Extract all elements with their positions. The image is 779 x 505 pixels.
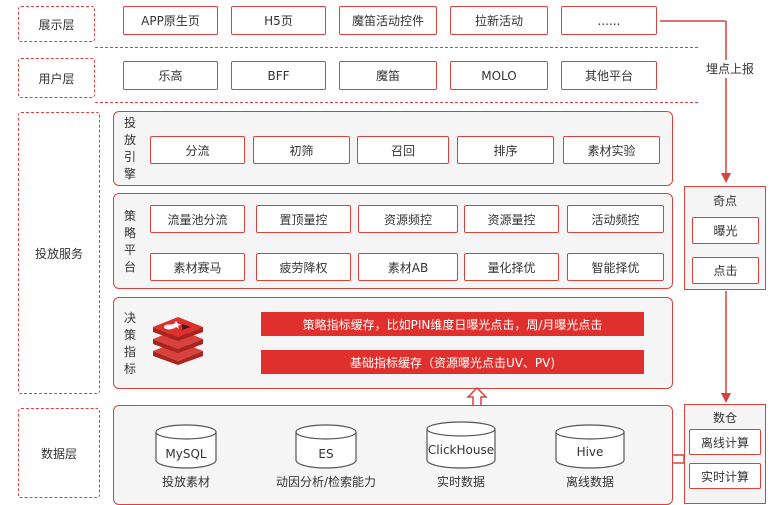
warehouse-title: 数仓: [712, 410, 737, 425]
qidian-item: 曝光: [692, 217, 759, 244]
user-item: 其他平台: [561, 61, 657, 90]
engine-item: 召回: [357, 136, 449, 164]
engine-item: 分流: [150, 136, 245, 164]
engine-label: 投 放 引 擎: [118, 114, 142, 184]
user-item: MOLO: [450, 61, 548, 90]
decision-label-char: 标: [123, 362, 136, 376]
strategy-item: 量化择优: [464, 253, 559, 281]
layer-label-display: 展示层: [18, 6, 95, 42]
database-name: Hive: [576, 445, 604, 459]
strategy-item: 资源量控: [464, 205, 559, 233]
display-item: 拉新活动: [450, 6, 548, 35]
engine-label-char: 擎: [123, 167, 136, 181]
user-item: BFF: [231, 61, 326, 90]
user-divider: [95, 102, 698, 103]
decision-label-char: 策: [123, 328, 136, 342]
display-item: ......: [561, 6, 657, 35]
strategy-item: 资源频控: [358, 205, 458, 233]
engine-label-char: 引: [123, 150, 136, 164]
database-caption: 动因分析/检索能力: [275, 475, 377, 489]
layer-label-delivery: 投放服务: [18, 112, 100, 394]
strategy-item: 素材赛马: [150, 253, 245, 281]
strategy-item: 流量池分流: [150, 205, 245, 233]
display-item: APP原生页: [123, 6, 218, 35]
strategy-label: 策 略 平 台: [118, 204, 142, 280]
strategy-item: 置顶量控: [256, 205, 351, 233]
strategy-item: 疲劳降权: [256, 253, 351, 281]
tracking-label: 埋点上报: [700, 60, 760, 78]
engine-label-char: 投: [123, 116, 136, 130]
strategy-label-char: 略: [123, 226, 136, 240]
hive-database-icon: [555, 424, 625, 469]
warehouse-item: 离线计算: [689, 429, 761, 455]
layer-label-data: 数据层: [18, 408, 100, 498]
engine-item: 排序: [457, 136, 554, 164]
database-caption: 离线数据: [565, 475, 614, 489]
redis-cache-icon: [153, 317, 203, 365]
strategy-item: 智能择优: [567, 253, 664, 281]
decision-label-char: 指: [123, 345, 136, 359]
user-item: 乐高: [123, 61, 218, 90]
strategy-label-char: 台: [123, 260, 136, 274]
user-item: 魔笛: [339, 61, 437, 90]
decision-label: 决 策 指 标: [118, 306, 142, 382]
database-name: MySQL: [165, 447, 207, 461]
strategy-item: 素材AB: [358, 253, 458, 281]
mysql-database-icon: [155, 424, 217, 469]
engine-item: 初筛: [253, 136, 350, 164]
engine-item: 素材实验: [563, 136, 660, 164]
strategy-label-char: 策: [123, 209, 136, 223]
es-database-icon: [295, 424, 357, 469]
display-item: 魔笛活动控件: [339, 6, 437, 35]
decision-label-char: 决: [123, 311, 136, 325]
database-name: ES: [318, 447, 334, 461]
database-caption: 投放素材: [161, 475, 210, 489]
warehouse-item: 实时计算: [689, 463, 761, 489]
display-divider: [95, 47, 698, 48]
database-caption: 实时数据: [436, 475, 485, 489]
qidian-item: 点击: [692, 257, 759, 284]
strategy-label-char: 平: [123, 243, 136, 257]
display-item: H5页: [231, 6, 326, 35]
strategy-metric-cache: 策略指标缓存，比如PIN维度日曝光点击，周/月曝光点击: [261, 312, 644, 336]
basic-metric-cache: 基础指标缓存（资源曝光点击UV、PV): [261, 350, 644, 374]
engine-label-char: 放: [123, 133, 136, 147]
strategy-item: 活动频控: [567, 205, 664, 233]
database-name: ClickHouse: [427, 443, 495, 457]
qidian-title: 奇点: [712, 193, 737, 208]
clickhouse-database-icon: [426, 421, 496, 469]
layer-label-user: 用户层: [18, 58, 95, 98]
